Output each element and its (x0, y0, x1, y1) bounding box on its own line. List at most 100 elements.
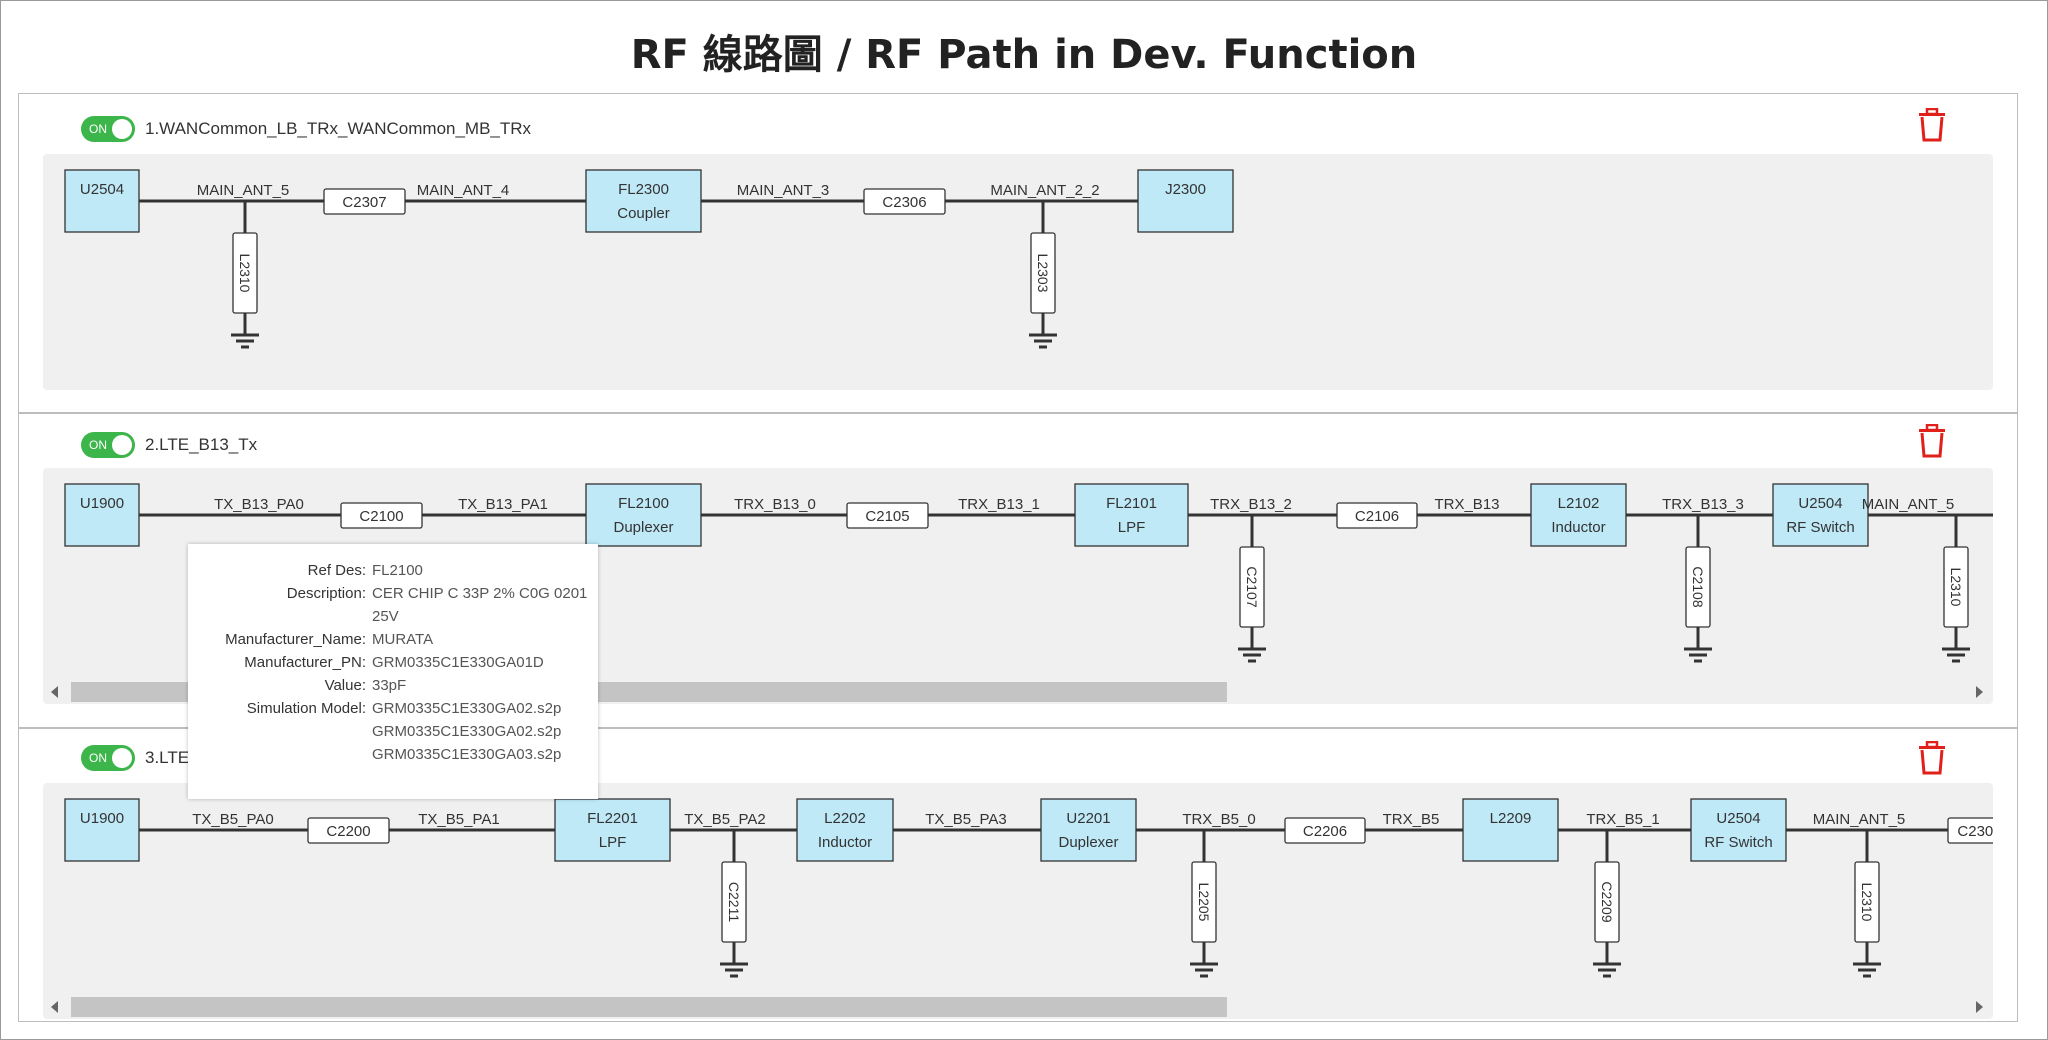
component-block (1074, 483, 1189, 547)
tooltip-key: Manufacturer_PN: (244, 654, 366, 671)
scroll-thumb[interactable] (71, 997, 1227, 1017)
component-type: LPF (1118, 519, 1146, 536)
component-block (796, 798, 894, 862)
series-component (1336, 502, 1418, 529)
panel-header: ON 3.LTE_ (81, 743, 199, 773)
toggle-label: ON (89, 751, 107, 765)
tooltip-value: FL2100 (372, 562, 423, 579)
rf-path-panel-1: ON 1.WANCommon_LB_TRx_WANCommon_MB_TRx L… (18, 93, 2018, 413)
net-label: TRX_B5_0 (1182, 811, 1255, 828)
net-label: MAIN_ANT_3 (737, 182, 830, 199)
horizontal-scrollbar[interactable] (43, 995, 1993, 1019)
tooltip-value: 33pF (372, 677, 407, 694)
component-type: Inductor (1551, 519, 1605, 536)
series-component-label: C2106 (1355, 508, 1399, 525)
component-block (585, 169, 702, 233)
shunt-label: L2303 (1035, 254, 1051, 293)
component-block (1530, 483, 1627, 547)
series-component (340, 502, 423, 529)
net-label: MAIN_ANT_5 (197, 182, 290, 199)
tooltip-value: GRM0335C1E330GA02.s2p (372, 700, 562, 717)
component-type: RF Switch (1786, 519, 1854, 536)
component-block (64, 483, 140, 547)
tooltip-value: CER CHIP C 33P 2% C0G 0201 (372, 585, 588, 602)
net-label: MAIN_ANT_2_2 (990, 182, 1099, 199)
component-ref: L2102 (1558, 495, 1600, 512)
component-ref: FL2201 (587, 810, 638, 827)
enable-toggle[interactable]: ON (81, 432, 135, 458)
net-label: TX_B5_PA2 (684, 811, 765, 828)
component-ref: U2504 (1716, 810, 1760, 827)
series-component (1947, 817, 1993, 844)
panel-header: ON 1.WANCommon_LB_TRx_WANCommon_MB_TRx (81, 114, 531, 144)
component-ref: U2504 (1798, 495, 1842, 512)
series-component-label: C2206 (1303, 823, 1347, 840)
net-label: MAIN_ANT_5 (1862, 496, 1955, 513)
scroll-left-arrow-icon[interactable] (51, 686, 58, 698)
enable-toggle[interactable]: ON (81, 116, 135, 142)
series-component-label: C2105 (865, 508, 909, 525)
net-label: MAIN_ANT_4 (417, 182, 510, 199)
component-ref: FL2300 (618, 181, 669, 198)
path-name: 3.LTE_ (145, 748, 199, 767)
component-block (1690, 798, 1787, 862)
tooltip-key: Ref Des: (307, 562, 366, 579)
path-name: 2.LTE_B13_Tx (145, 435, 258, 454)
component-block (64, 169, 140, 233)
scroll-left-arrow-icon[interactable] (51, 1001, 58, 1013)
page-title: RF 線路圖 / RF Path in Dev. Function (630, 32, 1418, 78)
component-ref: L2209 (1490, 810, 1532, 827)
scroll-right-arrow-icon[interactable] (1976, 686, 1983, 698)
tooltip-value: GRM0335C1E330GA01D (372, 654, 544, 671)
series-component-label: C2307 (342, 194, 386, 211)
component-block (585, 483, 702, 547)
net-label: MAIN_ANT_5 (1813, 811, 1906, 828)
component-type: Duplexer (613, 519, 673, 536)
shunt-label: C2211 (726, 882, 742, 922)
component-ref: U1900 (80, 810, 124, 827)
component-type: Coupler (617, 205, 670, 222)
net-label: TRX_B13_2 (1210, 496, 1292, 513)
net-label: TRX_B5_1 (1586, 811, 1659, 828)
series-component-label: C2306 (882, 194, 926, 211)
net-label: TRX_B5 (1383, 811, 1440, 828)
tooltip-value: 25V (372, 608, 399, 625)
shunt-label: L2310 (1859, 883, 1875, 922)
tooltip-key: Description: (286, 585, 366, 602)
net-label: TRX_B13_1 (958, 496, 1040, 513)
net-label: TX_B5_PA0 (192, 811, 273, 828)
shunt-label: L2310 (237, 254, 253, 293)
scroll-right-arrow-icon[interactable] (1976, 1001, 1983, 1013)
series-component (307, 817, 390, 844)
component-block (1040, 798, 1137, 862)
tooltip-value: GRM0335C1E330GA02.s2p (372, 723, 562, 740)
tooltip-value: MURATA (372, 631, 434, 648)
component-ref: J2300 (1165, 181, 1206, 198)
trash-icon[interactable] (1917, 741, 1947, 775)
component-type: Duplexer (1058, 834, 1118, 851)
net-label: TX_B5_PA3 (925, 811, 1006, 828)
path-name: 1.WANCommon_LB_TRx_WANCommon_MB_TRx (145, 119, 532, 138)
component-block (1137, 169, 1234, 233)
series-component (863, 188, 946, 215)
tooltip-key: Manufacturer_Name: (225, 631, 366, 648)
component-block (1772, 483, 1869, 547)
trash-icon[interactable] (1917, 108, 1947, 142)
component-type: Inductor (818, 834, 872, 851)
component-ref: U2201 (1066, 810, 1110, 827)
trash-icon[interactable] (1917, 424, 1947, 458)
enable-toggle[interactable]: ON (81, 745, 135, 771)
shunt-label: C2108 (1690, 566, 1706, 607)
toggle-knob (112, 435, 132, 455)
toggle-knob (112, 748, 132, 768)
series-component (323, 188, 406, 215)
net-label: TX_B13_PA1 (458, 496, 548, 513)
component-block (554, 798, 671, 862)
component-block (1462, 798, 1559, 862)
series-component (1284, 817, 1366, 844)
